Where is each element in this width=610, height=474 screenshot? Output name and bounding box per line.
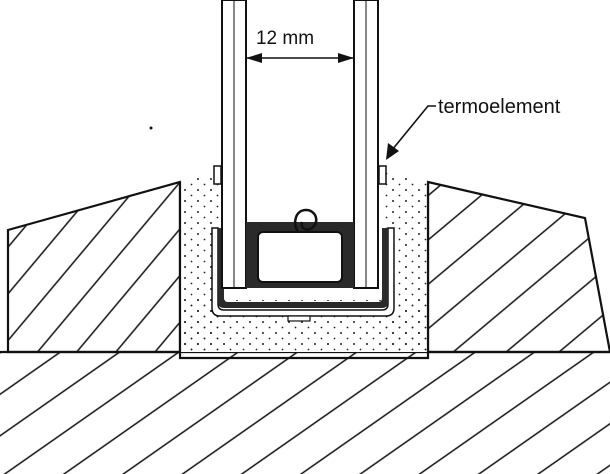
callout-label: termoelement xyxy=(438,96,561,118)
speck-mark xyxy=(149,126,153,130)
dimension-label: 12 mm xyxy=(256,28,314,49)
thermocouple-right xyxy=(378,165,387,185)
inner-glass-pane xyxy=(353,0,379,289)
left-wood-frame xyxy=(6,180,182,354)
thermocouple-callout: termoelement xyxy=(386,96,561,160)
setting-block xyxy=(287,315,311,322)
spacer-profile xyxy=(246,208,354,288)
thermocouple-left xyxy=(213,165,222,185)
lower-wood-beam xyxy=(0,350,610,474)
dimension-12mm: 12 mm xyxy=(246,28,354,63)
right-wood-frame xyxy=(426,180,610,354)
glazing-gasket xyxy=(211,227,395,317)
outer-glass-pane xyxy=(221,0,247,289)
